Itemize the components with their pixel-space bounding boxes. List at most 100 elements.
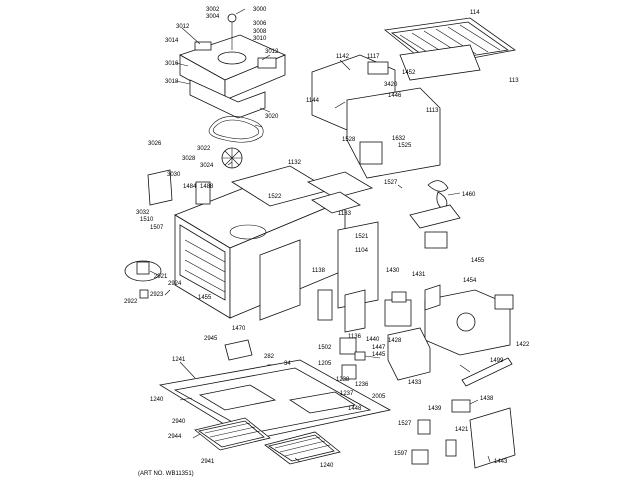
callout-label: 1439 [428,406,442,412]
callout-label: 3016 [165,61,179,67]
callout-labels: 3002 3000 3004 3006 3008 3010 3012 3014 … [124,7,530,469]
callout-label: 1440 [366,337,380,343]
stirrer-platform-part [179,13,287,119]
transformer-lower-part [387,327,431,381]
callout-label: 282 [264,354,275,360]
callout-label: 2005 [372,394,386,400]
callout-label: 1132 [288,160,302,166]
callout-label: 3022 [197,146,211,152]
leader-lines [149,8,491,463]
callout-label: 1499 [490,358,504,364]
callout-label: 3420 [384,82,398,88]
callout-label: 1522 [268,194,282,200]
callout-label: 1205 [318,361,332,367]
vent-grille-part [384,17,516,81]
callout-label: 2922 [124,299,138,305]
callout-label: 3028 [182,156,196,162]
callout-label: 1117 [367,54,380,60]
callout-label: 3014 [165,38,179,44]
callout-label: 1632 [392,136,406,142]
back-plate-part [411,399,516,469]
base-tray-part [158,359,392,441]
shield-plates-part [231,165,374,214]
callout-label: 1430 [386,268,400,274]
magnetron-part [384,291,412,327]
callout-label: 1238 [336,377,350,383]
callout-label: 1521 [355,234,369,240]
grease-filter-part [194,417,341,465]
callout-label: 1104 [355,248,369,254]
callout-label: 2923 [150,292,164,298]
callout-label: 2940 [172,419,186,425]
transformer-part [424,284,514,356]
callout-label: 1236 [355,382,369,388]
side-panel-part [337,221,379,333]
callout-label: 1447 [372,345,386,351]
callout-label: 1237 [340,391,354,397]
callout-label: 1240 [320,463,334,469]
callout-label: 1438 [480,396,494,402]
callout-label: 1455 [471,258,485,264]
callout-label: 1431 [412,272,426,278]
left-side-parts [124,169,211,299]
callout-label: 1470 [232,326,246,332]
callout-label: 1428 [388,338,402,344]
blower-fan-part [409,180,461,249]
callout-label: 3018 [165,79,179,85]
callout-label: 1142 [336,54,350,60]
callout-label: 3012 [176,24,190,30]
callout-label: 1133 [338,211,352,217]
callout-label: 1421 [455,427,469,433]
callout-label: 2921 [154,274,168,280]
callout-label: 3010 [253,36,267,42]
callout-label: 1452 [402,70,416,76]
callout-label: 3032 [136,210,150,216]
callout-label: 1445 [372,352,386,358]
callout-label: 1525 [398,143,412,149]
callout-label: 3020 [265,114,279,120]
callout-label: 3026 [148,141,162,147]
callout-label: 3000 [253,7,267,13]
light-bar-part [461,357,513,387]
callout-label: 3004 [206,14,220,20]
callout-label: 1484 [183,184,197,190]
callout-label: 3006 [253,21,267,27]
callout-label: 1433 [408,380,422,386]
callout-label: 3012 [265,49,279,55]
callout-label: 2944 [168,434,182,440]
art-number-label: (ART NO. WB11351) [138,471,194,477]
callout-label: 1144 [306,98,320,104]
upper-bracket-part [311,54,441,179]
callout-label: 1502 [318,345,332,351]
callout-label: 1527 [398,421,412,427]
callout-label: 1507 [150,225,164,231]
callout-label: 34 [284,361,291,367]
callout-label: 1136 [348,334,362,340]
callout-label: 3002 [206,7,220,13]
callout-label: 1488 [200,184,214,190]
callout-label: 1510 [140,217,154,223]
callout-label: 1527 [384,180,398,186]
callout-label: 1597 [394,451,408,457]
callout-label: 1240 [150,397,164,403]
callout-label: 114 [470,10,480,16]
callout-label: 1454 [463,278,477,284]
callout-label: 2941 [201,459,215,465]
callout-label: 3030 [167,172,181,178]
callout-label: 1138 [312,268,326,274]
heater-coil-part [208,116,264,143]
callout-label: 113 [509,78,519,84]
callout-label: 2945 [204,336,218,342]
callout-label: 1443 [494,459,508,465]
callout-label: 1528 [342,137,356,143]
callout-label: 1241 [172,357,186,363]
callout-label: 3008 [253,29,267,35]
callout-label: 1460 [462,192,476,198]
fan-part [221,147,243,169]
callout-label: 1448 [348,406,362,412]
callout-label: 3024 [200,163,214,169]
callout-label: 1422 [516,342,530,348]
callout-label: 1455 [198,295,212,301]
